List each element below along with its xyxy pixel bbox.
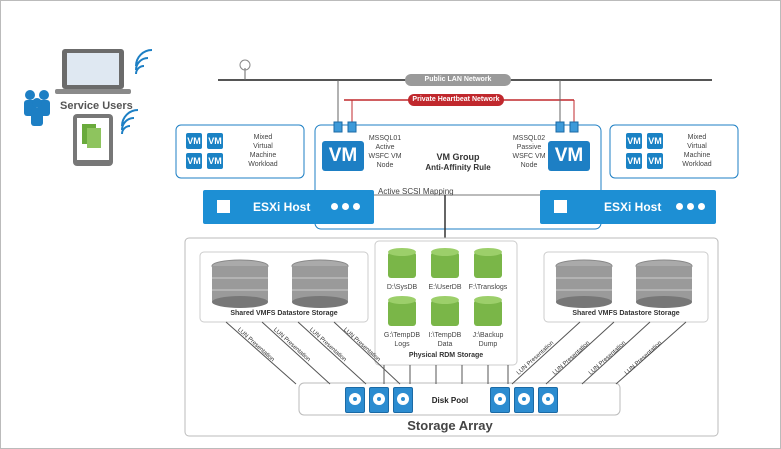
disk-pool-label: Disk Pool [431, 396, 469, 405]
vm-tile: VM [186, 153, 202, 169]
vm-tile: VM [207, 133, 223, 149]
shared-storage-left-label: Shared VMFS Datastore Storage [230, 310, 338, 317]
public-lan-label: Public LAN Network [405, 74, 511, 86]
disk-icon [514, 387, 534, 413]
vm-tile: VM [647, 153, 663, 169]
esxi-host-right: ESXi Host [540, 190, 716, 224]
vm-tile: VM [186, 133, 202, 149]
dots-icon [331, 197, 364, 215]
disk-icon [393, 387, 413, 413]
disk-icon [345, 387, 365, 413]
shared-storage-right-label: Shared VMFS Datastore Storage [572, 310, 680, 317]
vm-tile: VM [626, 133, 642, 149]
wifi-icon [135, 49, 153, 75]
vm-tile: VM [626, 153, 642, 169]
esxi-host-label: ESXi Host [604, 200, 662, 214]
rdm-drive-icons [388, 248, 502, 326]
rdm-drive-label: E:\UserDB [428, 284, 462, 291]
host-square-icon [554, 200, 567, 213]
vm-tile: VM [207, 153, 223, 169]
host-square-icon [217, 200, 230, 213]
storage-array-label: Storage Array [407, 418, 493, 433]
disk-icon [538, 387, 558, 413]
rdm-drive-label: J:\Backup Dump [472, 332, 504, 348]
esxi-host-left: ESXi Host [203, 190, 374, 224]
vm-node1-icon: VM [322, 141, 364, 171]
vm-group-box [314, 124, 602, 230]
esxi-host-label: ESXi Host [253, 200, 311, 214]
vm-group-title: VM Group [436, 152, 480, 162]
vm-tile: VM [647, 133, 663, 149]
disk-icon [490, 387, 510, 413]
rdm-drive-label: F:\Translogs [468, 284, 508, 291]
disk-icon [369, 387, 389, 413]
shared-storage-left-icons [211, 259, 349, 308]
rdm-drive-label: D:\SysDB [386, 284, 418, 291]
scsi-mapping-label: Active SCSI Mapping [378, 187, 454, 196]
dots-icon [676, 197, 709, 215]
shared-storage-right-icons [555, 259, 693, 308]
vm-group-subtitle: Anti-Affinity Rule [425, 163, 491, 172]
vm-node2-icon: VM [548, 141, 590, 171]
private-heartbeat-label: Private Heartbeat Network [408, 94, 504, 106]
service-users-label: Service Users [60, 100, 133, 112]
rdm-storage-label: Physical RDM Storage [408, 352, 484, 359]
users-icon [24, 90, 50, 126]
